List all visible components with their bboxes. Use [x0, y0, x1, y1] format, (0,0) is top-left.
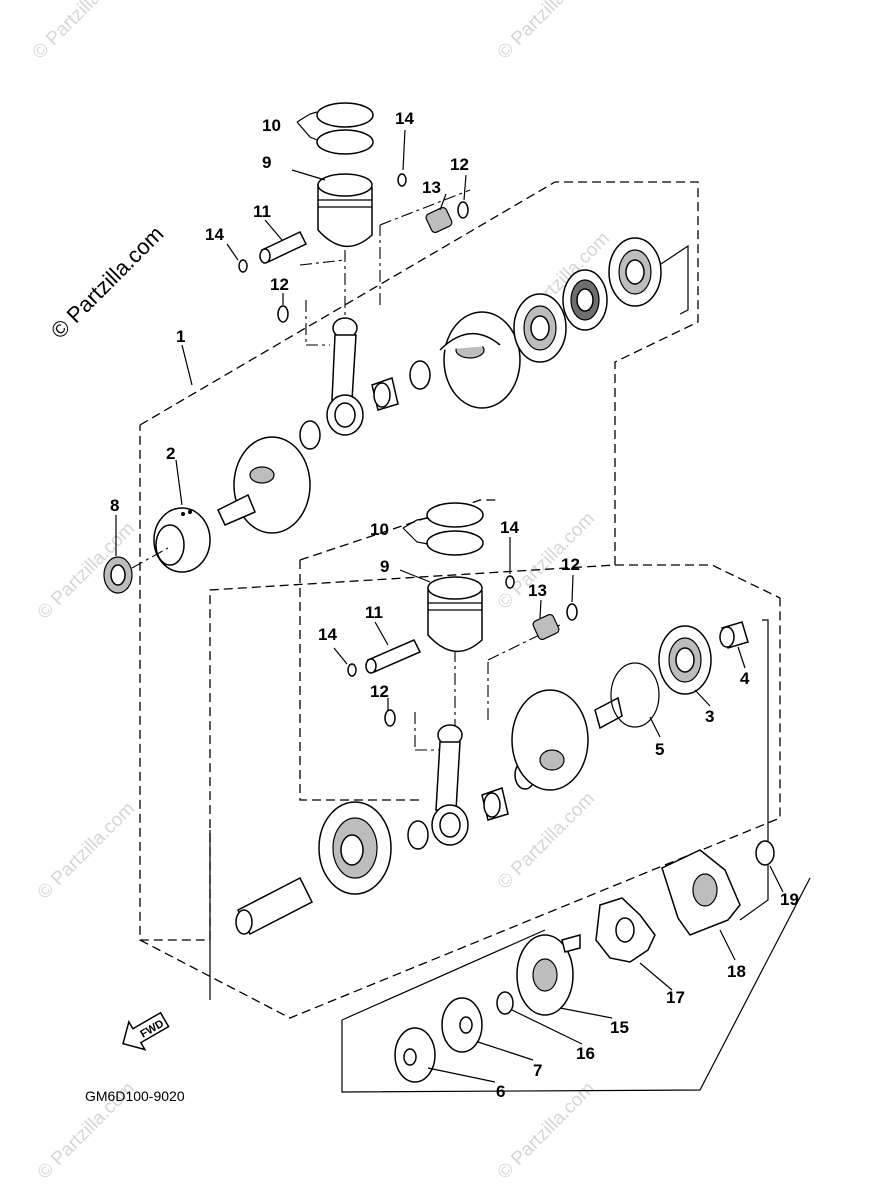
callout-17: 17: [666, 988, 685, 1007]
circlip-upper-right: [397, 173, 407, 187]
callout-14-a: 14: [395, 109, 414, 128]
collar-4: [719, 621, 749, 649]
callout-11-lower: 11: [365, 603, 383, 622]
coupling-15: [516, 934, 581, 1016]
o-ring-16: [496, 991, 514, 1015]
piston-ring-lower: [426, 502, 484, 556]
connecting-rod-upper: [326, 317, 364, 436]
callout-9-upper: 9: [262, 153, 271, 172]
spacer-6: [394, 1027, 436, 1083]
callout-12-c: 12: [561, 555, 580, 574]
callout-6: 6: [496, 1082, 505, 1101]
callout-5: 5: [655, 740, 664, 759]
washer-lower-a: [384, 709, 396, 727]
damper-17: [595, 897, 656, 963]
fwd-label: FWD: [138, 1018, 166, 1041]
crank-web-lower: [511, 689, 623, 791]
callout-labels: 1 2 3 4 5 6 7 8 9 9 10 10 11 11 12 12 12…: [110, 109, 799, 1101]
callout-11-upper: 11: [253, 202, 271, 221]
callout-14-d: 14: [318, 625, 337, 644]
piston-pin-upper: [259, 231, 308, 264]
dowel-pin: [235, 876, 314, 936]
piston-upper: [317, 173, 373, 248]
connecting-rod-lower: [431, 724, 469, 846]
drawing-code: GM6D100-9020: [85, 1088, 185, 1104]
callout-19: 19: [780, 890, 799, 909]
coupling-18: [661, 849, 741, 936]
bearing-lower-left: [318, 801, 392, 895]
center-lines: [299, 189, 561, 751]
callout-16: 16: [576, 1044, 595, 1063]
bushing-lower: [481, 787, 509, 821]
washer-lower-b: [566, 603, 578, 621]
callout-14-b: 14: [205, 225, 224, 244]
crank-web-upper: [439, 311, 521, 409]
washer-upper-b: [457, 201, 469, 219]
bearing-upper-b: [562, 269, 608, 331]
piston-ring-upper: [316, 102, 374, 155]
callout-7: 7: [533, 1061, 542, 1080]
watermark-faint: © Partzilla.com: [494, 1078, 599, 1183]
watermark-faint: © Partzilla.com: [29, 0, 134, 64]
watermark-faint: © Partzilla.com: [494, 0, 599, 64]
callout-14-c: 14: [500, 518, 519, 537]
circlip-19: [755, 840, 775, 866]
circlip-upper-left: [238, 259, 248, 273]
callout-13-lower: 13: [528, 581, 547, 600]
callout-15: 15: [610, 1018, 629, 1037]
circlip-lower-right: [505, 575, 515, 589]
seal-ring-lower-2: [407, 820, 429, 850]
callout-3: 3: [705, 707, 714, 726]
callout-9-lower: 9: [380, 557, 389, 576]
leader-lines: [115, 111, 784, 1083]
needle-bearing-upper: [425, 207, 453, 233]
watermark-faint: © Partzilla.com: [34, 798, 139, 903]
callout-2: 2: [166, 444, 175, 463]
callout-10-lower: 10: [370, 520, 389, 539]
callout-12-d: 12: [370, 682, 389, 701]
callout-18: 18: [727, 962, 746, 981]
watermark-main: © Partzilla.com: [46, 221, 169, 344]
circlip-lower-left: [347, 663, 357, 677]
bearing-upper-a: [513, 293, 567, 363]
needle-bearing-lower: [532, 614, 560, 640]
bearing-3: [658, 625, 712, 695]
piston-lower: [427, 576, 483, 653]
callout-1: 1: [176, 327, 185, 346]
callout-12-b: 12: [270, 275, 289, 294]
snap-ring-5: [610, 662, 660, 728]
oil-seal-8: [103, 556, 133, 594]
seal-ring-upper: [409, 360, 431, 390]
bearing-upper-c: [608, 237, 662, 307]
callout-8: 8: [110, 496, 119, 515]
bushing-upper: [371, 377, 399, 411]
callout-4: 4: [740, 669, 750, 688]
piston-pin-lower: [365, 639, 422, 674]
washer-upper-a: [277, 305, 289, 323]
axis-seal: [131, 547, 169, 569]
washer-7: [441, 997, 483, 1053]
callout-13-upper: 13: [422, 178, 441, 197]
bearing-2: [153, 507, 211, 573]
fwd-arrow-icon: FWD: [122, 1011, 170, 1051]
callout-12-a: 12: [450, 155, 469, 174]
group-outlines: [139, 181, 811, 1093]
watermark-faint: © Partzilla.com: [494, 788, 599, 893]
seal-ring-upper-2: [299, 420, 321, 450]
callout-10-upper: 10: [262, 116, 281, 135]
crank-web-left: [217, 436, 311, 534]
